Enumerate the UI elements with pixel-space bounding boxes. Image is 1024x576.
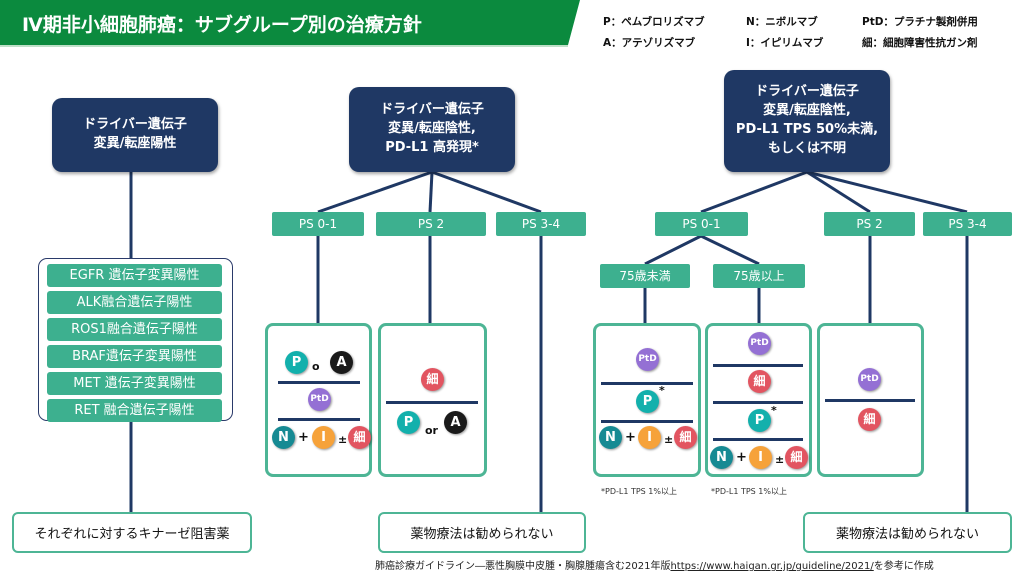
group-title-line: ドライバー遺伝子 bbox=[83, 117, 187, 133]
drug-chemo-icon: 細 bbox=[348, 426, 371, 449]
group-title-line: 変異/転座陽性 bbox=[93, 136, 177, 151]
regimen-card-g2-ps01: P o A PtD N + I ± 細 bbox=[265, 323, 372, 477]
citation-suffix: を参考に作成 bbox=[873, 561, 934, 572]
mutation-item: MET 遺伝子変異陽性 bbox=[47, 372, 222, 395]
plusminus-text: ± bbox=[338, 433, 348, 446]
group-driver-positive-box: ドライバー遺伝子 変異/転座陽性 bbox=[52, 98, 218, 172]
regimen-card-g3-ps2: PtD 細 bbox=[817, 323, 924, 477]
drug-chemo-icon: 細 bbox=[785, 446, 808, 469]
group-title-line: 変異/転座陰性, bbox=[763, 103, 851, 119]
drug-chemo-icon: 細 bbox=[858, 408, 881, 431]
regimen-card-g3-75plus: PtD 細 P * N + I ± 細 bbox=[705, 323, 812, 477]
outcome-no-drug-therapy: 薬物療法は勧められない bbox=[378, 512, 586, 553]
group-title-line: 変異/転座陰性, bbox=[388, 121, 476, 137]
divider bbox=[386, 401, 478, 404]
drug-n-icon: N bbox=[710, 446, 733, 469]
drug-ptd-icon: PtD bbox=[748, 332, 771, 355]
ps-2-label: PS 2 bbox=[376, 212, 486, 236]
group-title-line: PD-L1 高発現* bbox=[385, 139, 479, 155]
ps-0-1-label: PS 0-1 bbox=[655, 212, 748, 236]
group-title-line: PD-L1 TPS 50%未満, bbox=[735, 122, 879, 137]
drug-ptd-icon: PtD bbox=[858, 368, 881, 391]
footnote-star: * bbox=[771, 404, 777, 417]
regimen-card-g3-under75: PtD P * N + I ± 細 bbox=[593, 323, 701, 477]
mutation-item: ALK融合遺伝子陽性 bbox=[47, 291, 222, 314]
drug-ptd-icon: PtD bbox=[636, 348, 659, 371]
legend-n: N：ニボルマブ bbox=[746, 16, 818, 28]
group-title-line: ドライバー遺伝子 bbox=[755, 84, 859, 100]
drug-chemo-icon: 細 bbox=[674, 426, 697, 449]
citation: 肺癌診療ガイドライン―悪性胸膜中皮腫・胸腺腫瘍含む2021年版https://w… bbox=[375, 557, 934, 572]
or-text: o bbox=[312, 360, 320, 373]
footnote-star: * bbox=[659, 384, 665, 397]
divider bbox=[825, 399, 915, 402]
mutation-list: EGFR 遺伝子変異陽性 ALK融合遺伝子陽性 ROS1融合遺伝子陽性 BRAF… bbox=[38, 258, 233, 422]
age-under-75-label: 75歳未満 bbox=[600, 264, 690, 288]
divider bbox=[713, 438, 803, 441]
drug-i-icon: I bbox=[312, 426, 335, 449]
divider bbox=[278, 418, 360, 421]
legend-a: A：アテゾリズマブ bbox=[603, 37, 696, 49]
mutation-item: BRAF遺伝子変異陽性 bbox=[47, 345, 222, 368]
plus-text: + bbox=[736, 450, 747, 465]
drug-n-icon: N bbox=[272, 426, 295, 449]
divider bbox=[601, 382, 693, 385]
divider bbox=[713, 401, 803, 404]
plus-text: + bbox=[625, 430, 636, 445]
plus-text: + bbox=[298, 430, 309, 445]
group-title-line: もしくは不明 bbox=[767, 140, 846, 156]
divider bbox=[601, 420, 693, 423]
drug-chemo-icon: 細 bbox=[421, 368, 444, 391]
drug-chemo-icon: 細 bbox=[748, 370, 771, 393]
drug-p-icon: P bbox=[748, 409, 771, 432]
footnote: *PD-L1 TPS 1%以上 bbox=[711, 487, 787, 496]
drug-a-icon: A bbox=[330, 351, 353, 374]
or-text: or bbox=[425, 424, 438, 437]
outcome-no-drug-therapy: 薬物療法は勧められない bbox=[803, 512, 1012, 553]
regimen-card-g2-ps2: 細 P or A bbox=[378, 323, 487, 477]
legend-ptd: PtD：プラチナ製剤併用 bbox=[862, 16, 978, 28]
legend-p: P：ペムブロリズマブ bbox=[603, 16, 705, 28]
drug-p-icon: P bbox=[285, 351, 308, 374]
drug-p-icon: P bbox=[636, 390, 659, 413]
header-underline bbox=[0, 45, 568, 47]
age-75-plus-label: 75歳以上 bbox=[713, 264, 805, 288]
plusminus-text: ± bbox=[775, 453, 785, 466]
drug-p-icon: P bbox=[397, 411, 420, 434]
mutation-item: RET 融合遺伝子陽性 bbox=[47, 399, 222, 422]
citation-link[interactable]: https://www.haigan.gr.jp/guideline/2021/ bbox=[670, 561, 874, 572]
group-pdl1-high-box: ドライバー遺伝子 変異/転座陰性, PD-L1 高発現* bbox=[349, 87, 515, 172]
drug-n-icon: N bbox=[599, 426, 622, 449]
drug-i-icon: I bbox=[638, 426, 661, 449]
divider bbox=[713, 364, 803, 367]
ps-3-4-label: PS 3-4 bbox=[496, 212, 586, 236]
ps-0-1-label: PS 0-1 bbox=[272, 212, 364, 236]
mutation-item: ROS1融合遺伝子陽性 bbox=[47, 318, 222, 341]
drug-a-icon: A bbox=[444, 411, 467, 434]
citation-text: 肺癌診療ガイドライン―悪性胸膜中皮腫・胸腺腫瘍含む2021年版 bbox=[375, 561, 671, 572]
ps-3-4-label: PS 3-4 bbox=[923, 212, 1012, 236]
ps-2-label: PS 2 bbox=[824, 212, 915, 236]
footnote: *PD-L1 TPS 1%以上 bbox=[601, 487, 677, 496]
group-pdl1-low-box: ドライバー遺伝子 変異/転座陰性, PD-L1 TPS 50%未満, もしくは不… bbox=[724, 70, 890, 172]
divider bbox=[278, 381, 360, 384]
plusminus-text: ± bbox=[664, 433, 674, 446]
drug-ptd-icon: PtD bbox=[308, 388, 331, 411]
drug-i-icon: I bbox=[749, 446, 772, 469]
outcome-kinase-inhibitor: それぞれに対するキナーゼ阻害薬 bbox=[12, 512, 252, 553]
legend-i: I：イピリムマブ bbox=[746, 37, 824, 49]
mutation-item: EGFR 遺伝子変異陽性 bbox=[47, 264, 222, 287]
group-title-line: ドライバー遺伝子 bbox=[380, 102, 484, 118]
legend-s: 細：細胞障害性抗ガン剤 bbox=[862, 37, 978, 49]
page-title: Ⅳ期非小細胞肺癌：サブグループ別の治療方針 bbox=[0, 0, 580, 45]
